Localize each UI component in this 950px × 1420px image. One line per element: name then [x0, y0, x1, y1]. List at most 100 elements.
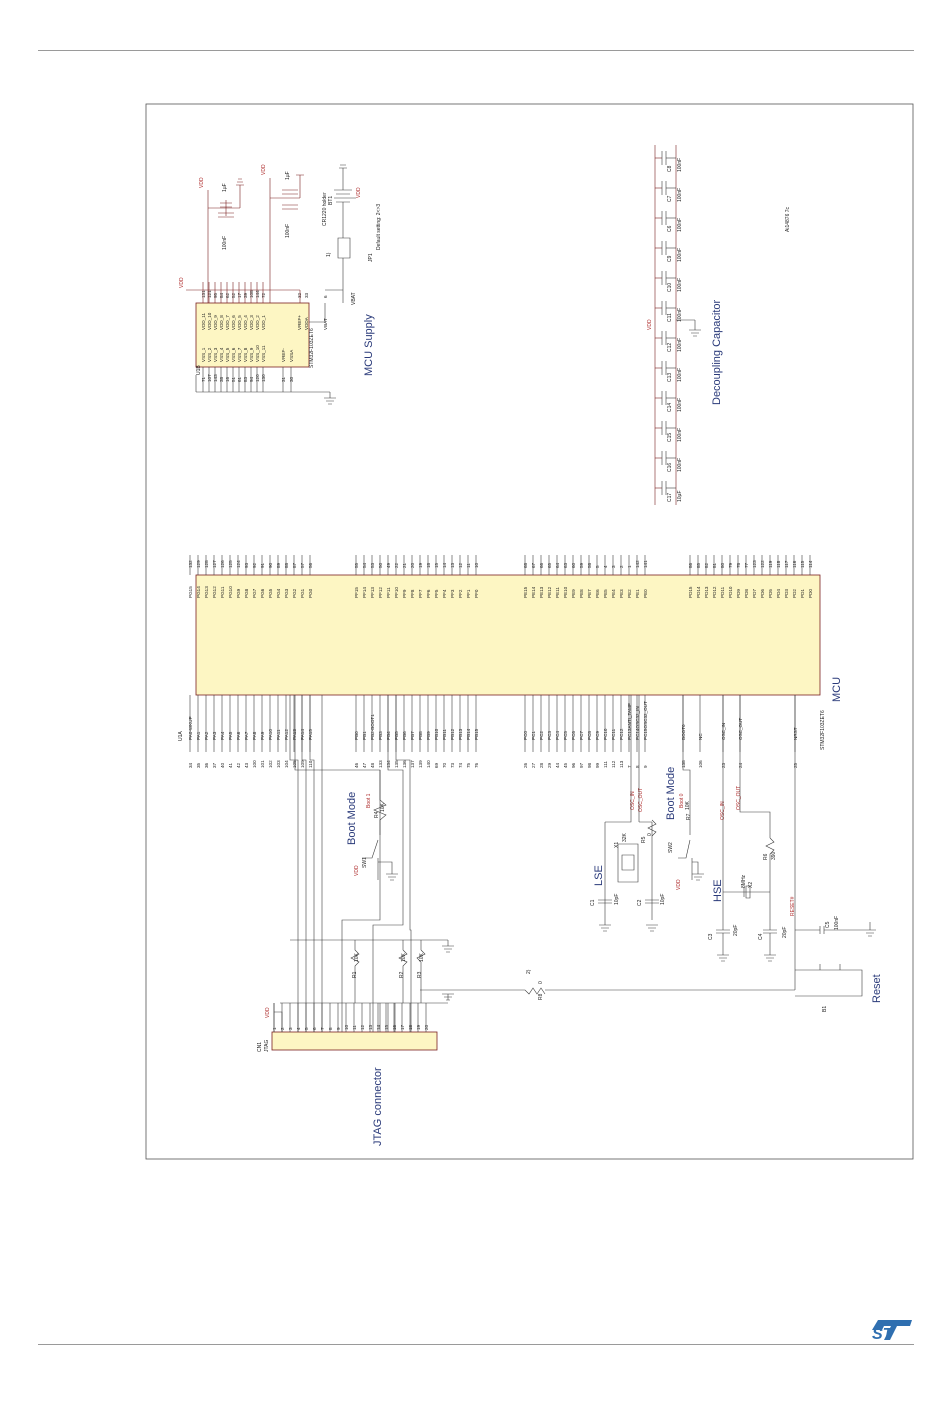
decap-ref: C8 [667, 165, 673, 172]
decap-value: 10µF [677, 491, 683, 503]
mcu-pin-name: PE12 [547, 586, 552, 598]
supply-analog-pin: VREF- [281, 348, 286, 362]
mcu-pin-name: PC0 [523, 731, 528, 740]
jtag-pin-number: 16 [392, 1024, 397, 1030]
jumper-note: Default setting: 2<>3 [376, 204, 382, 250]
decap-ref: C17 [667, 493, 673, 502]
supply-vdd-pin: VDD_3 [249, 315, 254, 330]
mcu-pin-number: 18 [426, 562, 431, 568]
mcu-pin-number: 19 [418, 562, 423, 568]
boot0-title: Boot Mode [665, 767, 677, 820]
mcu-pin-number: 28 [539, 762, 544, 768]
boot0-r: R7 [686, 813, 692, 820]
mcu-pin-number: 48 [370, 762, 375, 768]
boot0-vdd: VDD [676, 879, 682, 890]
mcu-pin-name: PC5 [563, 731, 568, 740]
supply-vdd-number: 131 [201, 290, 206, 298]
supply-vss-number: 94 [249, 376, 254, 382]
vdd-label-1: VDD [199, 177, 205, 188]
supply-vss-number: 83 [243, 376, 248, 382]
mcu-pin-number: 89 [276, 562, 281, 568]
mcu-pin-number: 133 [378, 760, 383, 768]
mcu-pin-name: PG13 [204, 586, 209, 598]
mcu-part: STM32F103ZET6 [820, 710, 826, 750]
mcu-pin-name: PE13 [539, 586, 544, 598]
mcu-pin-number: 139 [418, 760, 423, 768]
supply-vss-pin: VSS_4 [219, 347, 224, 362]
mcu-pin-name: PC15OSC32_OUT [643, 701, 648, 740]
mcu-pin-number: 22 [394, 562, 399, 568]
jtag-pin-number: 17 [400, 1024, 405, 1030]
mcu-pin-name: PF15 [354, 587, 359, 598]
mcu-pin-number: 42 [236, 762, 241, 768]
jtag-pin-number: 20 [424, 1024, 429, 1030]
mcu-pin-number: 105 [292, 760, 297, 768]
mcu-pin-number: 126 [220, 560, 225, 568]
figure-id: Ai14876 7c [785, 206, 791, 232]
mcu-pin-name: PE7 [587, 589, 592, 598]
decap-ref: C12 [667, 343, 673, 352]
mcu-pin-name: PB5 [394, 731, 399, 740]
mcu-pin-number: 129 [196, 560, 201, 568]
mcu-pin-name: PA7 [244, 731, 249, 740]
mcu-pin-number: 111 [603, 761, 608, 768]
decap-value: 100nF [677, 248, 683, 262]
reset-button: B1 [822, 1006, 828, 1012]
mcu-pin-name: PF14 [362, 587, 367, 598]
mcu-pin-name: PA14 [300, 729, 305, 740]
hse-c4: C4 [758, 933, 764, 940]
supply-vss-pin: VSS_3 [213, 347, 218, 362]
supply-vss-number: 120 [255, 374, 260, 382]
mcu-pin-number: 34 [188, 762, 193, 768]
mcu-pin-number: 45 [563, 762, 568, 768]
jtag-r1-value: 10K [354, 952, 360, 962]
vbat-label: VBAT [351, 292, 357, 305]
supply-vdd-pin: VDD_8 [219, 315, 224, 330]
lse-title: LSE [593, 865, 605, 886]
supply-analog-pin: VDDA [304, 316, 309, 330]
supply-vdd-pin: VDD_7 [225, 315, 230, 330]
mcu-pin-number: 24 [738, 762, 743, 768]
reset-note2: 2) [526, 969, 532, 974]
supply-vss-pin: VSS_5 [225, 347, 230, 362]
supply-analog-pin: VSSA [289, 349, 294, 362]
mcu-pin-name: PF11 [386, 587, 391, 598]
mcu-pin-number: 11 [466, 563, 471, 568]
jtag-pin-number: 19 [416, 1024, 421, 1030]
mcu-pin-name: PB8 [418, 731, 423, 740]
mcu-pin-name: PF12 [378, 587, 383, 598]
mcu-pin-name: PD12 [712, 586, 717, 598]
mcu-pin-number: 136 [402, 760, 407, 768]
mcu-pin-name: PC9 [595, 731, 600, 740]
mcu-ref: U1A [178, 731, 184, 741]
mcu-pin-name: OSC_IN [721, 723, 726, 740]
supply-analog-number: 33 [304, 292, 309, 298]
mcu-pin-name: NRST [793, 727, 798, 740]
boot1-vdd: VDD [354, 865, 360, 876]
mcu-pin-number: 64 [555, 562, 560, 568]
boot0-circuit: Boot Mode Boot 0 SW2 R7 10K VDD [665, 695, 704, 890]
supply-parts: VDD VDD VDD 100nF 1µF 100nF 1µF CR1220 h… [179, 164, 382, 405]
battery-ref: BT1 [328, 196, 334, 205]
mcu-pin-number: 8 [635, 765, 640, 768]
jtag-connector: JTAG connector CN1 JTAG VDD R1 10K R2 10… [257, 695, 454, 1146]
decap-value: 100nF [677, 458, 683, 472]
decap-value: 100nF [677, 428, 683, 442]
boot1-title: Boot Mode [346, 792, 358, 845]
jtag-r2: R2 [399, 971, 405, 978]
mcu-pin-number: 142 [635, 560, 640, 568]
jtag-pin-number: 14 [376, 1024, 381, 1030]
mcu-pin-name: PG5 [268, 588, 273, 598]
mcu-pin-name: PF6 [426, 589, 431, 598]
mcu-pin-number: 104 [284, 760, 289, 768]
mcu-pin-number: 74 [458, 762, 463, 768]
jtag-pin-number: 3 [288, 1027, 293, 1030]
mcu-pin-number: 99 [595, 762, 600, 768]
mcu-pin-name: PC4 [555, 731, 560, 740]
supply-vdd-number: 95 [213, 292, 218, 298]
mcu-supply-block: U1B STM32F103ZET6 MCU Supply VSS_171VDD_… [195, 282, 375, 392]
mcu-pin-number: 2 [619, 565, 624, 568]
mcu-pin-number: 86 [688, 562, 693, 568]
boot1-r: R4 [374, 811, 380, 818]
